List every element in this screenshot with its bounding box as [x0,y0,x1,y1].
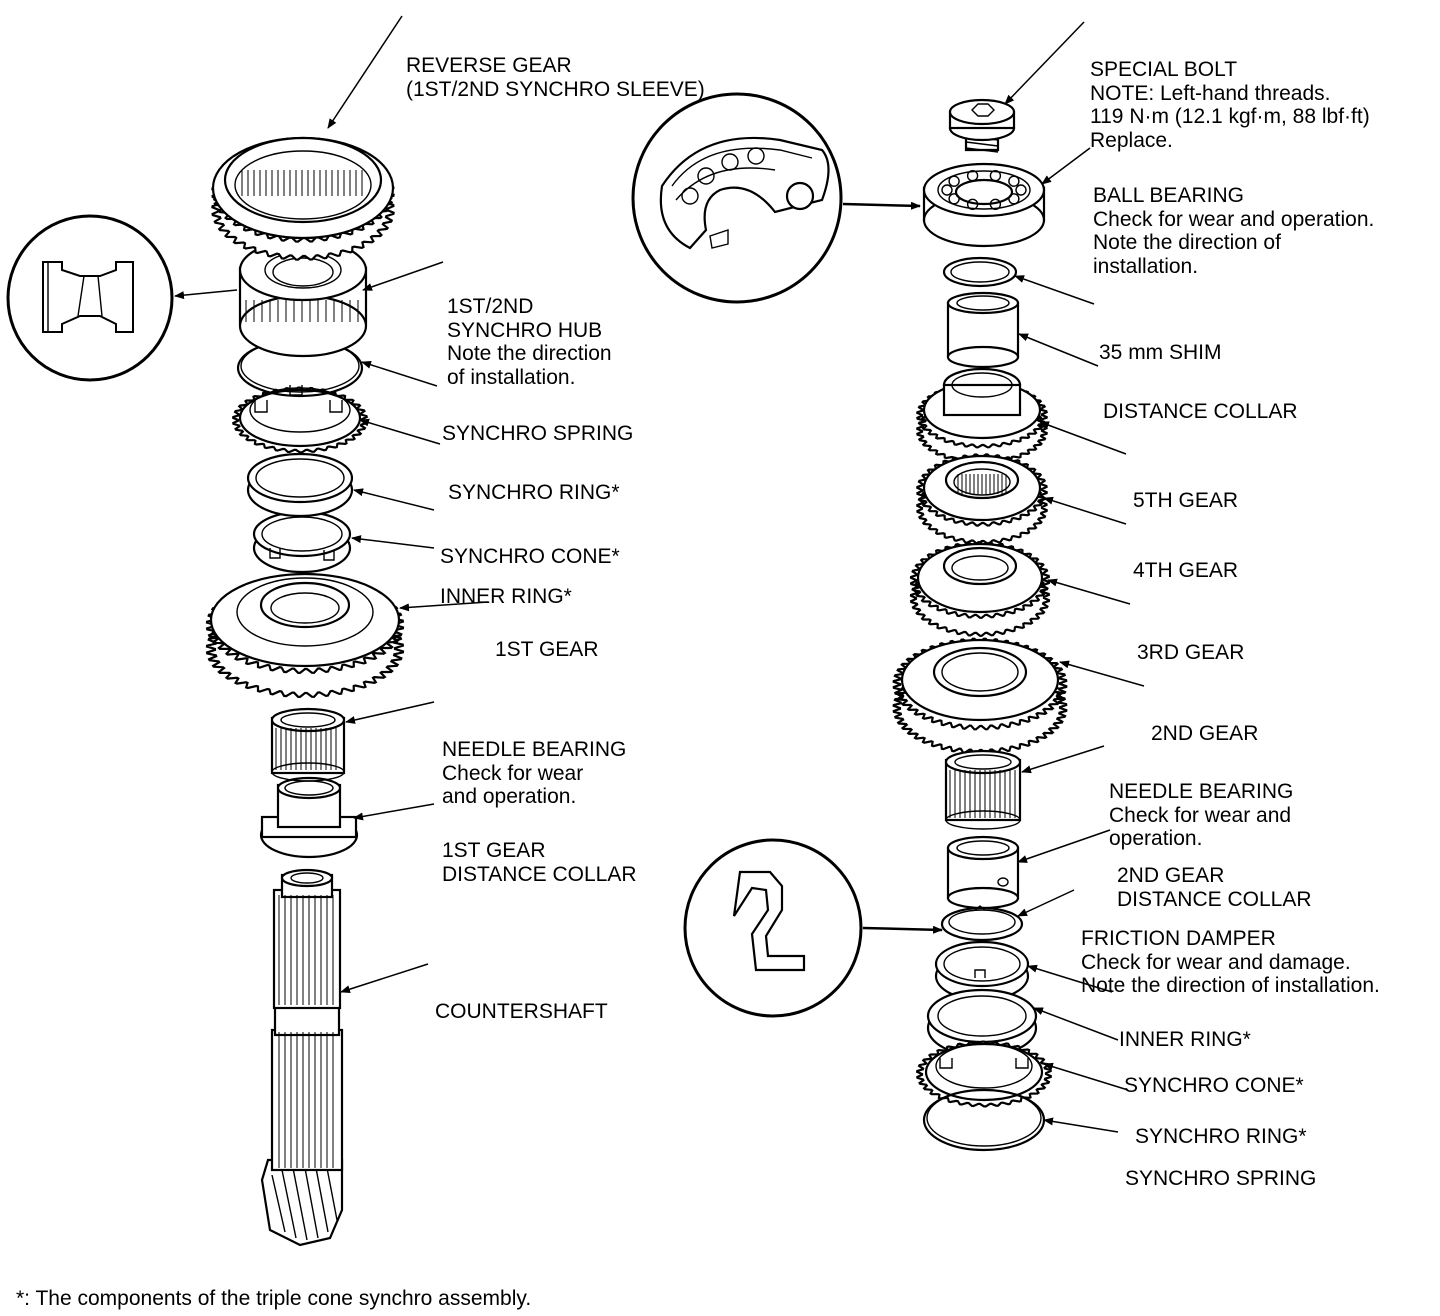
label-second-gear: 2ND GEAR [1151,722,1259,745]
label-right-synchro-cone: SYNCHRO CONE* [1124,1074,1304,1097]
label-right-inner-ring: INNER RING* [1119,1028,1251,1051]
label-countershaft: COUNTERSHAFT [435,1000,608,1023]
label-fifth-gear: 5TH GEAR [1133,489,1239,512]
countershaft-part [260,868,344,1247]
label-left-synchro-ring: SYNCHRO RING* [448,481,620,504]
label-shim: 35 mm SHIM [1099,341,1222,364]
label-first-gear: 1ST GEAR [495,638,599,661]
right-inner-ring-part [934,940,1030,1002]
second-gear-part [892,637,1068,755]
right-synchro-ring-part [916,1040,1052,1108]
second-gear-distance-collar-part [946,835,1020,910]
shim-part [942,256,1018,288]
fourth-gear-part [916,453,1048,545]
label-reverse-gear: REVERSE GEAR(1ST/2ND SYNCHRO SLEEVE) [406,54,705,101]
left-needle-bearing-part [270,707,346,782]
left-synchro-ring-part [232,385,368,454]
left-inner-ring-part [252,510,352,574]
label-left-synchro-spring: SYNCHRO SPRING [442,422,634,445]
third-gear-part [909,541,1051,637]
footnote: *: The components of the triple cone syn… [16,1287,532,1310]
distance-collar-part [946,291,1020,369]
leader-lines [174,15,1145,1133]
right-needle-bearing-part [944,749,1022,830]
label-distance-collar: DISTANCE COLLAR [1103,400,1298,423]
special-bolt-part [948,98,1016,153]
label-left-inner-ring: INNER RING* [440,585,572,608]
label-third-gear: 3RD GEAR [1137,641,1245,664]
label-fourth-gear: 4TH GEAR [1133,559,1239,582]
fifth-gear-part [916,367,1048,465]
synchro-hub-part [238,238,368,358]
first-gear-part [205,572,405,699]
reverse-gear-part [211,136,395,261]
label-right-synchro-ring: SYNCHRO RING* [1135,1125,1307,1148]
friction-damper-part [940,905,1024,942]
first-gear-distance-collar-part [259,776,359,859]
hub-section-detail-circle [6,214,174,382]
ball-bearing-detail-circle [631,92,843,304]
label-right-synchro-spring: SYNCHRO SPRING [1125,1167,1317,1190]
ball-bearing-part [922,162,1046,248]
label-left-synchro-cone: SYNCHRO CONE* [440,545,620,568]
friction-damper-detail-circle [683,838,863,1018]
left-synchro-cone-part [246,452,354,518]
